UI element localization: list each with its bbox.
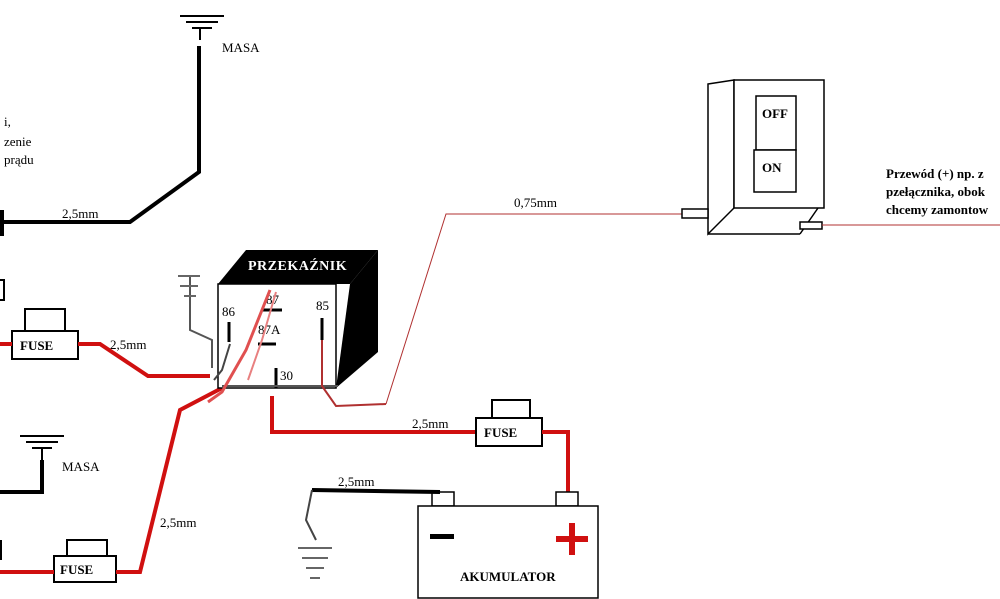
fuse2-to-relay-wire (116, 386, 223, 574)
masa-label-left: MASA (62, 459, 100, 474)
relay-pin86-wire (213, 343, 231, 381)
note-right-line1: Przewód (+) np. z (886, 166, 984, 181)
battery-positive-terminal (555, 491, 579, 507)
relay-top-face (218, 250, 378, 284)
battery-ground-symbol (298, 547, 332, 579)
relay-pin87-wire-2 (247, 291, 277, 381)
relay: PRZEKAŹNIK 86 87 87A 85 30 (217, 250, 378, 389)
switch-signal-wire (385, 213, 682, 405)
battery-body (417, 505, 599, 599)
fuse-3-label: FUSE (484, 425, 517, 440)
relay-to-fuse3-wire (270, 396, 476, 434)
masa-label-top: MASA (222, 40, 260, 55)
battery-ground-wire (304, 489, 317, 541)
fuse-3: FUSE (475, 399, 543, 447)
battery-label: AKUMULATOR (460, 569, 556, 584)
fuse3-to-battery-wire (542, 430, 570, 496)
pin-30-label: 30 (280, 368, 293, 383)
switch-off-position (755, 95, 797, 151)
fuse-1: FUSE (11, 308, 79, 360)
left-terminal-mid (0, 279, 5, 301)
pin-87a-label: 87A (258, 322, 281, 337)
pin-85-label: 85 (316, 298, 329, 313)
wire-label-fuse2: 2,5mm (160, 515, 196, 530)
fuse1-to-relay-wire (78, 342, 210, 378)
battery-minus-sign (430, 534, 454, 539)
battery-negative-wire (311, 488, 441, 494)
pin-86-label: 86 (222, 304, 236, 319)
ground-wire-left (0, 460, 44, 494)
ground-wire-top (0, 46, 201, 224)
toggle-switch: OFF ON (681, 79, 825, 236)
note-right-line3: chcemy zamontow (886, 202, 989, 217)
ground-symbol-top (180, 15, 224, 40)
switch-terminal-left (681, 208, 709, 219)
switch-terminal-right (799, 221, 823, 230)
relay-pin85-wire (321, 340, 387, 408)
fuse-2: FUSE (53, 539, 117, 583)
battery-plus-vertical (569, 523, 575, 555)
wire-label-battery-neg: 2,5mm (338, 474, 374, 489)
note-left-line1: i, (4, 114, 11, 129)
pin-87-label: 87 (266, 292, 280, 307)
switch-on-label: ON (762, 160, 782, 175)
ground-symbol-left (20, 435, 64, 462)
switch-off-label: OFF (762, 106, 788, 121)
fuse-1-label: FUSE (20, 338, 53, 353)
wire-label-fuse3: 2,5mm (412, 416, 448, 431)
switch-on-position (753, 149, 797, 193)
relay-title: PRZEKAŹNIK (248, 257, 347, 274)
battery: AKUMULATOR (417, 491, 599, 599)
note-left-line2: zenie (4, 134, 32, 149)
wire-label-fuse1: 2,5mm (110, 337, 146, 352)
note-left-line3: prądu (4, 152, 34, 167)
note-right-line2: pzełącznika, obok (886, 184, 986, 199)
relay-ground-wire (189, 276, 213, 368)
left-terminal-top (0, 210, 4, 236)
relay-pin87-wire (207, 289, 272, 404)
wire-label-switch: 0,75mm (514, 195, 557, 210)
left-terminal-bottom (0, 540, 2, 560)
relay-ground-symbol (178, 275, 200, 297)
relay-side-face (336, 250, 378, 388)
battery-negative-terminal (431, 491, 455, 507)
fuse-2-label: FUSE (60, 562, 93, 577)
wire-label-top: 2,5mm (62, 206, 98, 221)
